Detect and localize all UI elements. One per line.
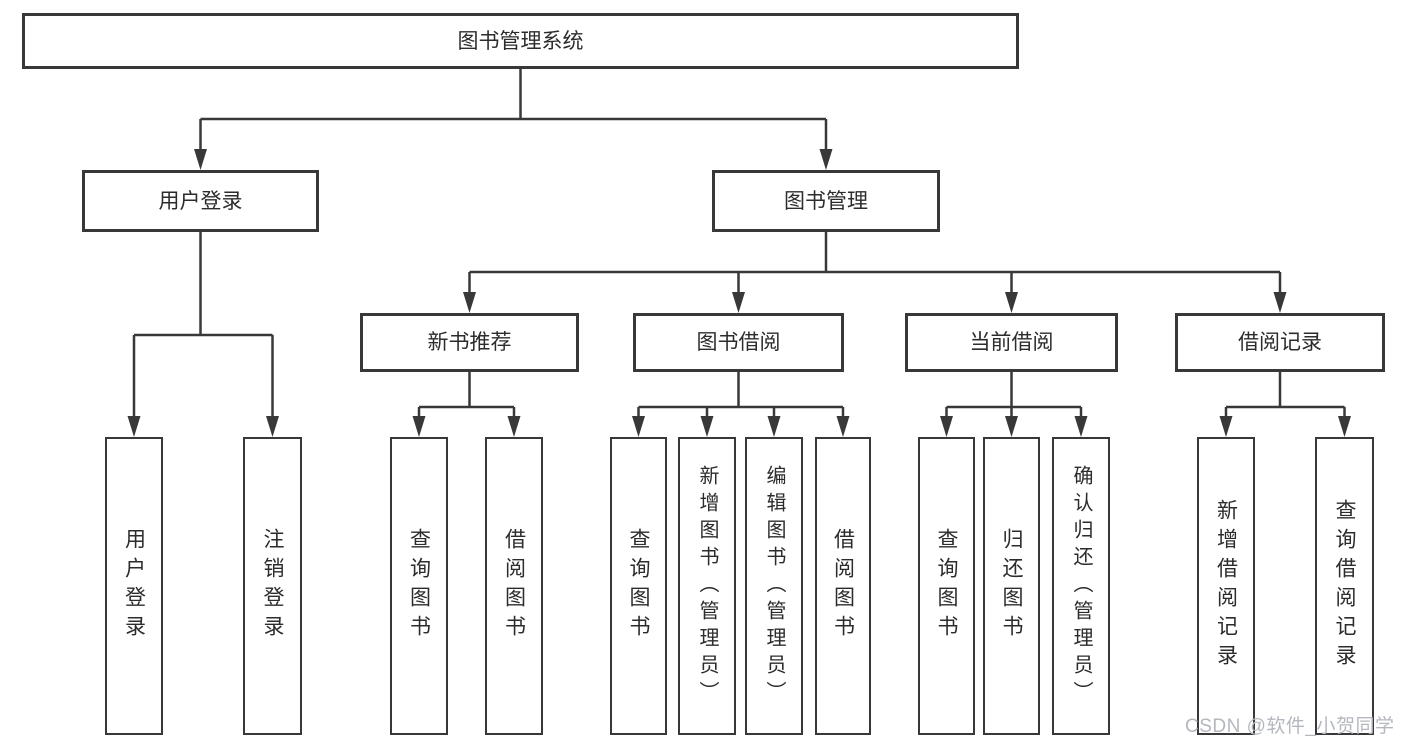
arrowheads	[127, 149, 1351, 437]
node-leaf-borrow-books: 借阅图书	[815, 437, 871, 735]
node-leaf-confirm-return-admin: 确认归还（管理员）	[1052, 437, 1110, 735]
node-root: 图书管理系统	[22, 13, 1019, 69]
node-current-borrow: 当前借阅	[905, 313, 1118, 372]
node-user-login: 用户登录	[82, 170, 319, 232]
node-leaf-recommend-query-books: 查询图书	[390, 437, 448, 735]
node-leaf-add-books-admin: 新增图书（管理员）	[678, 437, 736, 735]
node-leaf-user-login: 用户登录	[105, 437, 163, 735]
node-leaf-borrow-query-books: 查询图书	[610, 437, 667, 735]
node-book-management: 图书管理	[712, 170, 940, 232]
node-book-borrow: 图书借阅	[633, 313, 844, 372]
csdn-watermark: CSDN @软件_小贺同学	[1185, 716, 1395, 737]
node-borrow-records: 借阅记录	[1175, 313, 1385, 372]
node-leaf-current-query-books: 查询图书	[918, 437, 975, 735]
node-leaf-query-borrow-record: 查询借阅记录	[1315, 437, 1374, 735]
node-leaf-logout: 注销登录	[243, 437, 302, 735]
node-leaf-add-borrow-record: 新增借阅记录	[1197, 437, 1255, 735]
node-leaf-recommend-borrow-books: 借阅图书	[485, 437, 543, 735]
node-leaf-edit-books-admin: 编辑图书（管理员）	[745, 437, 803, 735]
node-new-book-recommend: 新书推荐	[360, 313, 579, 372]
node-leaf-return-books: 归还图书	[983, 437, 1040, 735]
